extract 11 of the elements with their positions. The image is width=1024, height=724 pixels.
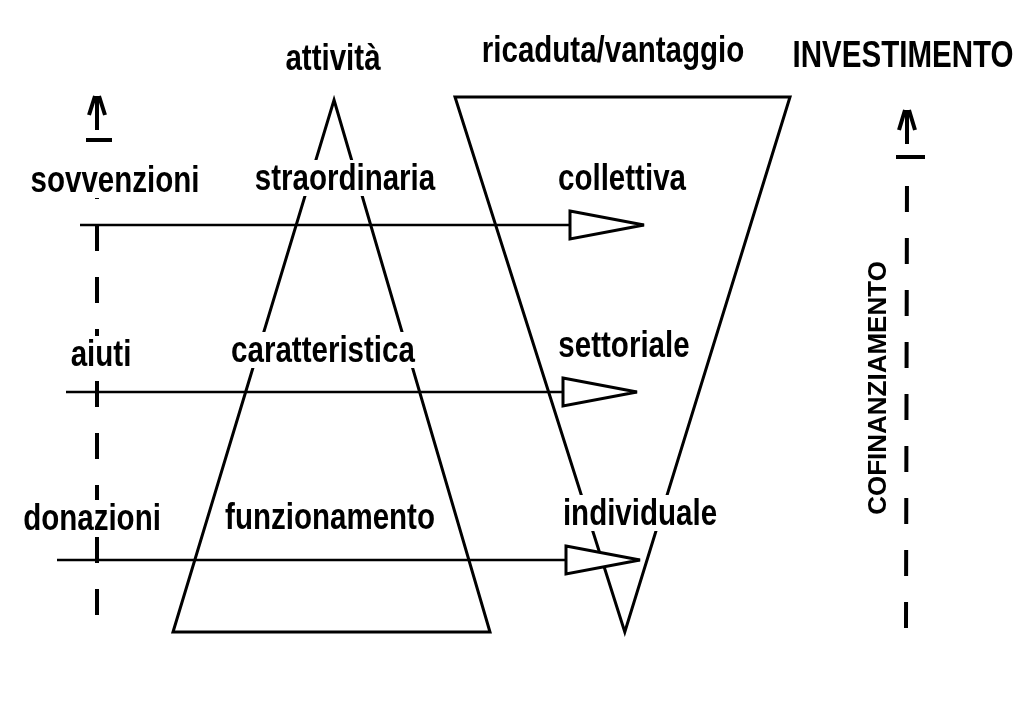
text-label: individuale: [562, 495, 718, 531]
heading-label: INVESTIMENTO: [792, 37, 1014, 73]
text-label: caratteristica: [231, 332, 415, 368]
arrow: [57, 544, 642, 576]
shape-heading: attività: [285, 40, 381, 76]
text-label: straordinaria: [254, 160, 436, 196]
text-label: sovvenzioni: [30, 162, 200, 198]
arrow: [66, 376, 639, 408]
arrow: [80, 209, 646, 241]
axis-label: COFINANZIAMENTO: [864, 261, 890, 515]
shape-heading: ricaduta/vantaggio: [481, 32, 745, 68]
